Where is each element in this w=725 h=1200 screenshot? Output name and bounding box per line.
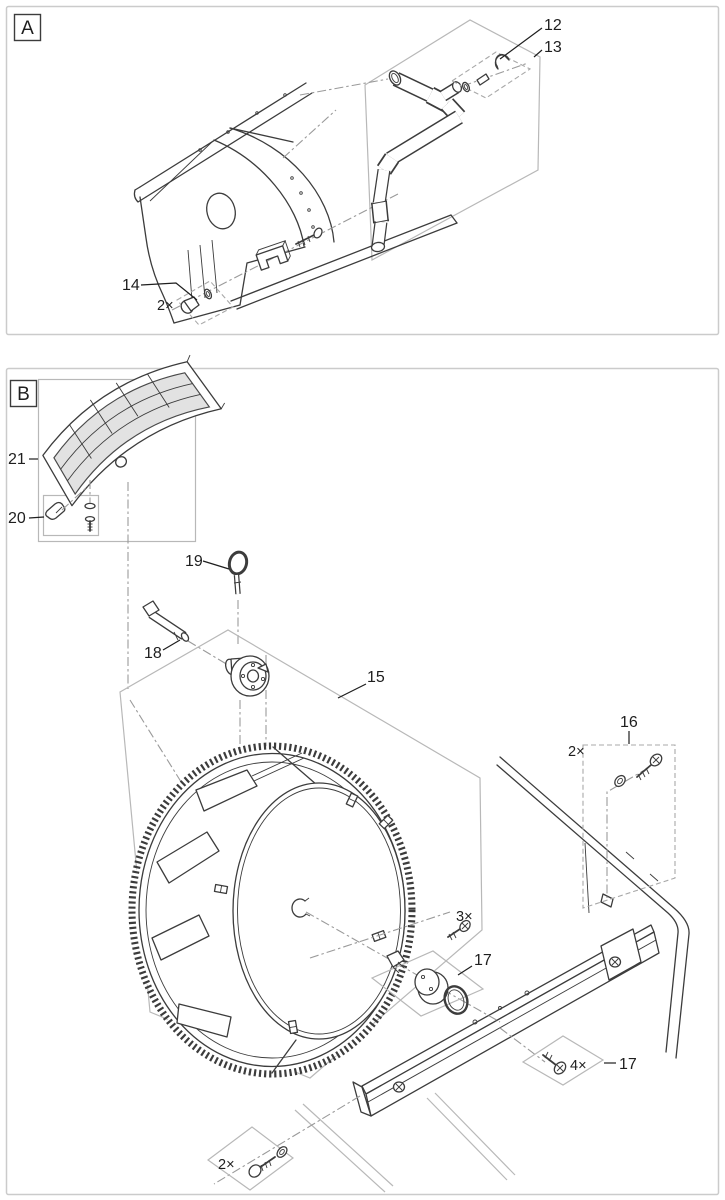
screw-14	[295, 227, 323, 248]
panel-b-frame	[5, 367, 720, 1196]
qty-3x-screws: 3×	[456, 909, 473, 925]
axis-16-screws	[606, 767, 649, 898]
screw-20	[84, 502, 96, 532]
drum-window	[195, 769, 258, 812]
leader-17-upper	[457, 965, 473, 976]
cap-part	[180, 296, 200, 314]
guide-box-14-parts	[176, 280, 234, 326]
drum-window	[156, 831, 220, 884]
drum-window	[176, 1003, 232, 1038]
drum-assembly	[128, 742, 416, 1078]
washer-14	[203, 288, 213, 300]
part-21-label: 21	[8, 451, 26, 468]
guide-box-2x-bottom	[206, 1126, 294, 1191]
qty-2x-panel-a: 2×	[157, 298, 174, 314]
screw-16	[636, 753, 663, 781]
qty-2x-bolts: 2×	[218, 1157, 235, 1173]
tank-b	[294, 756, 690, 1193]
leader-14	[140, 282, 198, 301]
pipe-assembly	[370, 70, 466, 253]
guide-box-12	[450, 51, 532, 99]
guide-box-17	[370, 950, 485, 1017]
beam-nut-left	[392, 1081, 406, 1093]
screw-4x	[542, 1051, 567, 1075]
pin-18	[142, 600, 190, 642]
center-clip	[291, 897, 311, 918]
leader-12	[499, 27, 543, 60]
panel-b-letter-box	[9, 379, 38, 408]
axis-bottom-bolts	[213, 1095, 361, 1185]
guide-box-15	[119, 629, 483, 1079]
panel-a: A	[5, 5, 720, 336]
leader-15	[337, 683, 367, 699]
part-18-label: 18	[144, 645, 162, 662]
union-parts-12	[461, 53, 510, 93]
guide-box-16	[582, 744, 676, 909]
leader-13	[533, 49, 543, 58]
part-12-label: 12	[544, 17, 562, 34]
part-17-upper-label: 17	[474, 952, 492, 969]
guide-box-13	[364, 19, 541, 261]
beam-rail	[352, 924, 660, 1117]
qty-2x-screws16: 2×	[568, 744, 585, 760]
leader-18	[162, 639, 181, 651]
part-19-label: 19	[185, 553, 203, 570]
axis-4x-screws	[499, 1027, 546, 1063]
part-14-label: 14	[122, 277, 140, 294]
leader-20	[28, 516, 45, 519]
latch-20	[45, 501, 66, 520]
panel-b: B	[5, 354, 720, 1196]
grate-21	[42, 354, 226, 507]
qty-4x-screws: 4×	[570, 1058, 587, 1074]
hub	[224, 655, 270, 697]
part-20-label: 20	[8, 510, 26, 527]
ring-pin-19	[227, 550, 249, 595]
bolt-bottom	[248, 1156, 276, 1178]
axis-3x-screws	[309, 911, 451, 959]
drum-front-disc	[232, 782, 406, 1040]
guide-box-21	[37, 378, 197, 543]
tank-corner-a	[133, 82, 458, 324]
bushing-17	[414, 968, 449, 1005]
axis-latch-20	[61, 485, 89, 511]
panel-a-letter-box	[13, 13, 42, 42]
axis-pipe-end	[299, 78, 389, 96]
clamp-14	[255, 240, 291, 271]
beam-end-plate	[600, 928, 642, 981]
panel-b-letter: B	[17, 384, 30, 405]
part-17-lower-label: 17	[619, 1056, 637, 1073]
part-15-label: 15	[367, 669, 385, 686]
washer-16	[614, 774, 626, 788]
screw-3x	[447, 919, 471, 941]
beam-nut-right	[608, 956, 622, 968]
washer-bottom	[276, 1146, 288, 1158]
guide-box-4x	[521, 1035, 605, 1086]
panel-a-frame	[5, 5, 720, 336]
o-ring-17	[443, 985, 469, 1015]
plug-17	[386, 950, 405, 974]
part-16-label: 16	[620, 714, 638, 731]
leader-19	[202, 560, 230, 570]
axis-pipe-mount	[282, 109, 337, 159]
disc-clips	[213, 792, 394, 1035]
panel-a-letter: A	[21, 18, 34, 39]
drum-window	[151, 914, 210, 961]
part-13-label: 13	[544, 39, 562, 56]
